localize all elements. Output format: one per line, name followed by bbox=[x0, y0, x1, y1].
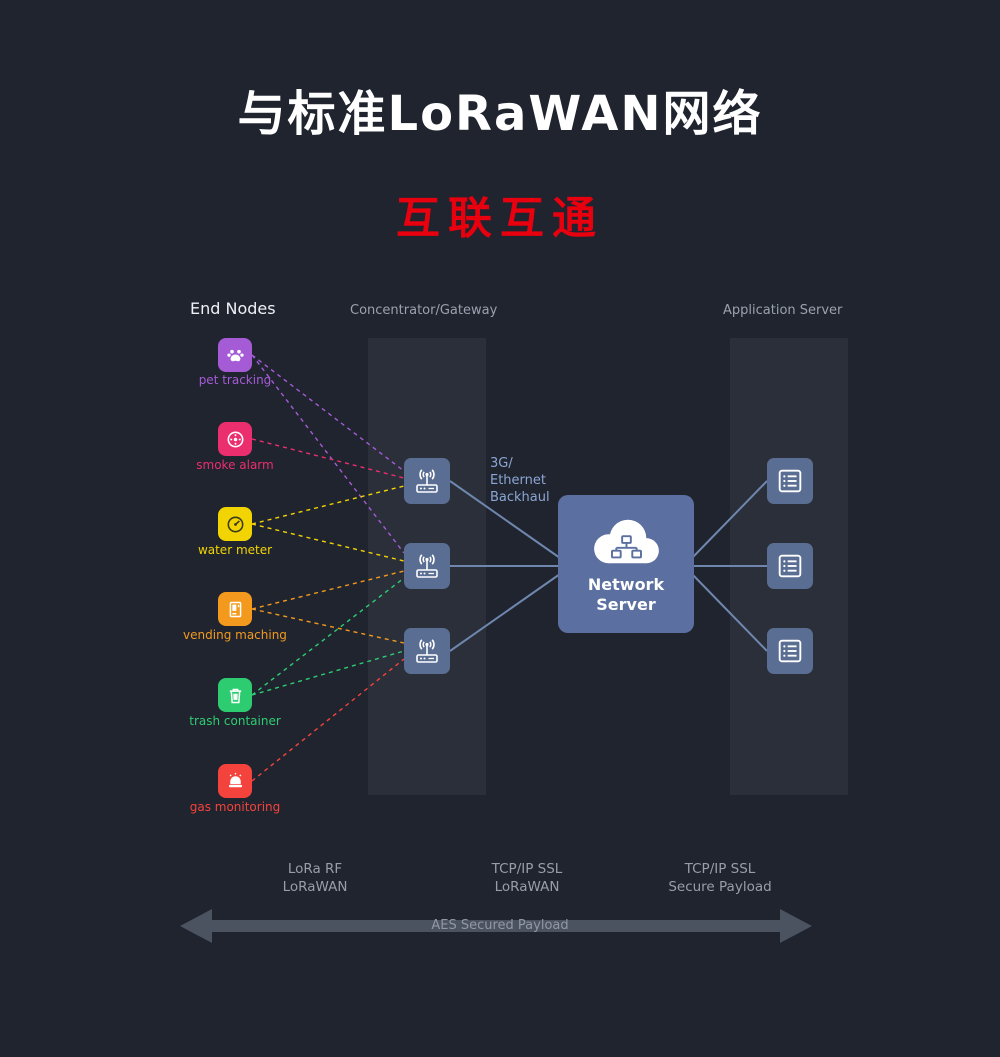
aes-payload-arrow-label: AES Secured Payload bbox=[431, 918, 569, 933]
alarm-icon bbox=[218, 764, 252, 798]
gateway-icon-3 bbox=[404, 628, 450, 674]
node-label-water-meter: water meter bbox=[197, 543, 273, 557]
node-label-smoke-alarm: smoke alarm bbox=[196, 458, 274, 472]
node-label-pet-tracking: pet tracking bbox=[198, 373, 272, 387]
vending-machine-icon bbox=[218, 592, 252, 626]
app-server-icon-2 bbox=[767, 543, 813, 589]
gauge-icon bbox=[218, 507, 252, 541]
network-server-box: Network Server bbox=[558, 495, 694, 633]
node-label-gas-monitoring: gas monitoring bbox=[189, 800, 281, 814]
page-subtitle: 互联互通 bbox=[396, 193, 604, 244]
footer-label-lora-rf: LoRa RF LoRaWAN bbox=[282, 861, 348, 895]
app-server-icon-1 bbox=[767, 458, 813, 504]
trash-icon bbox=[218, 678, 252, 712]
aes-payload-arrow bbox=[180, 909, 812, 943]
node-label-trash-container: trash container bbox=[189, 714, 281, 728]
column-label-gateway: Concentrator/Gateway bbox=[350, 303, 498, 318]
node-label-vending-machine: vending maching bbox=[183, 628, 287, 642]
cloud-network-icon bbox=[594, 519, 659, 564]
paw-icon bbox=[218, 338, 252, 372]
column-label-application-server: Application Server bbox=[723, 303, 843, 318]
footer-label-tcpip-lorawan: TCP/IP SSL LoRaWAN bbox=[491, 861, 563, 895]
backhaul-label: 3G/ Ethernet Backhaul bbox=[490, 456, 550, 505]
column-label-end-nodes: End Nodes bbox=[190, 299, 276, 318]
app-server-icon-3 bbox=[767, 628, 813, 674]
gateway-icon-2 bbox=[404, 543, 450, 589]
gateway-icon-1 bbox=[404, 458, 450, 504]
smoke-detector-icon bbox=[218, 422, 252, 456]
footer-label-tcpip-secure: TCP/IP SSL Secure Payload bbox=[668, 861, 772, 895]
page-title: 与标准LoRaWAN网络 bbox=[237, 86, 763, 142]
network-server-label: Network Server bbox=[587, 575, 665, 614]
